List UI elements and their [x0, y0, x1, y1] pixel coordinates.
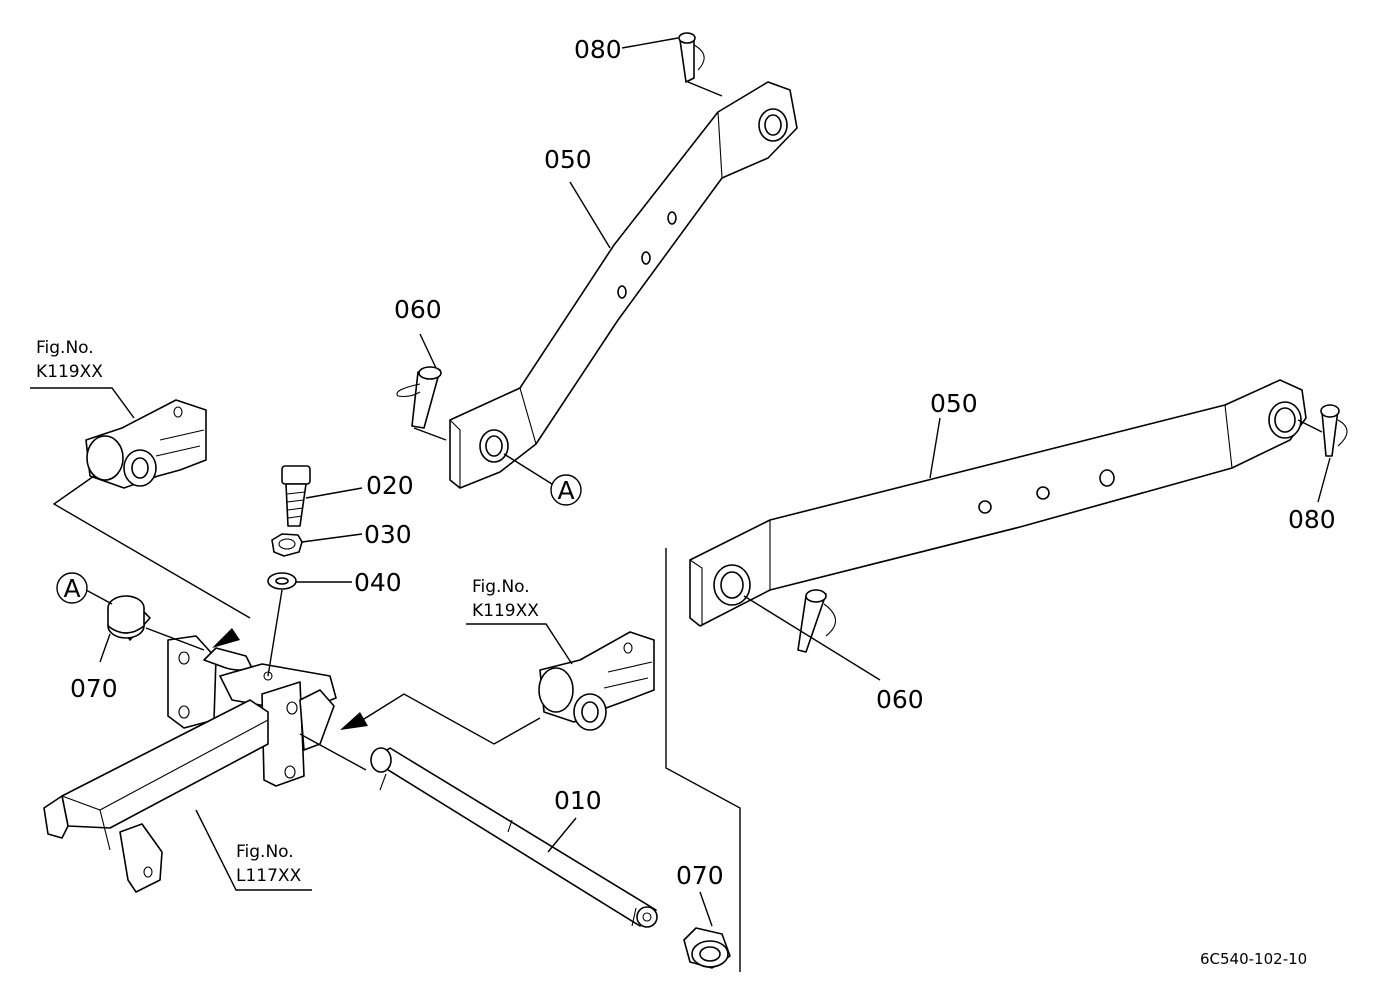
- fig-ref-frame-line2: L117XX: [236, 866, 302, 886]
- callout-060-left: 060: [394, 295, 442, 324]
- callout-020: 020: [366, 471, 414, 500]
- washer-040: [267, 572, 297, 590]
- fig-ref-left-line1: Fig.No.: [36, 338, 94, 358]
- lift-link-right: [689, 379, 1307, 627]
- drawing-code: 6C540-102-10: [1200, 950, 1307, 968]
- bushing-070-left: [107, 595, 151, 641]
- callout-050-top: 050: [544, 145, 592, 174]
- fig-ref-frame-line1: Fig.No.: [236, 842, 294, 862]
- pin-060-left: [396, 366, 442, 429]
- callout-070-left: 070: [70, 674, 118, 703]
- arrow-left-frame: [212, 628, 240, 648]
- callout-050-right: 050: [930, 389, 978, 418]
- lift-arm-left: [85, 399, 207, 489]
- callout-060-right: 060: [876, 685, 924, 714]
- lift-arm-center: [538, 631, 655, 731]
- pin-080-top: [678, 32, 705, 83]
- marker-a-left: A: [56, 572, 88, 604]
- leader-lines: [30, 37, 1331, 972]
- callout-080-top: 080: [574, 35, 622, 64]
- fig-ref-center-line2: K119XX: [472, 601, 539, 621]
- marker-a-top-label: A: [557, 476, 574, 505]
- bushing-070-bottom: [683, 927, 731, 969]
- marker-a-left-label: A: [63, 574, 80, 603]
- fig-ref-left-line2: K119XX: [36, 362, 103, 382]
- callout-030: 030: [364, 520, 412, 549]
- shaft-010: [370, 747, 658, 928]
- marker-a-top: A: [550, 474, 582, 506]
- fig-ref-center-line1: Fig.No.: [472, 577, 530, 597]
- assembly-arrows: [212, 628, 368, 730]
- main-frame: [43, 635, 337, 893]
- pin-060-right: [797, 589, 837, 653]
- lift-link-upper: [449, 81, 798, 489]
- pin-080-right: [1320, 404, 1348, 457]
- callout-010: 010: [554, 786, 602, 815]
- nut-030: [271, 533, 303, 557]
- callout-040: 040: [354, 568, 402, 597]
- callout-080-right: 080: [1288, 505, 1336, 534]
- bolt-020: [281, 465, 311, 527]
- callout-070-bottom: 070: [676, 861, 724, 890]
- arrow-center-frame: [340, 712, 368, 730]
